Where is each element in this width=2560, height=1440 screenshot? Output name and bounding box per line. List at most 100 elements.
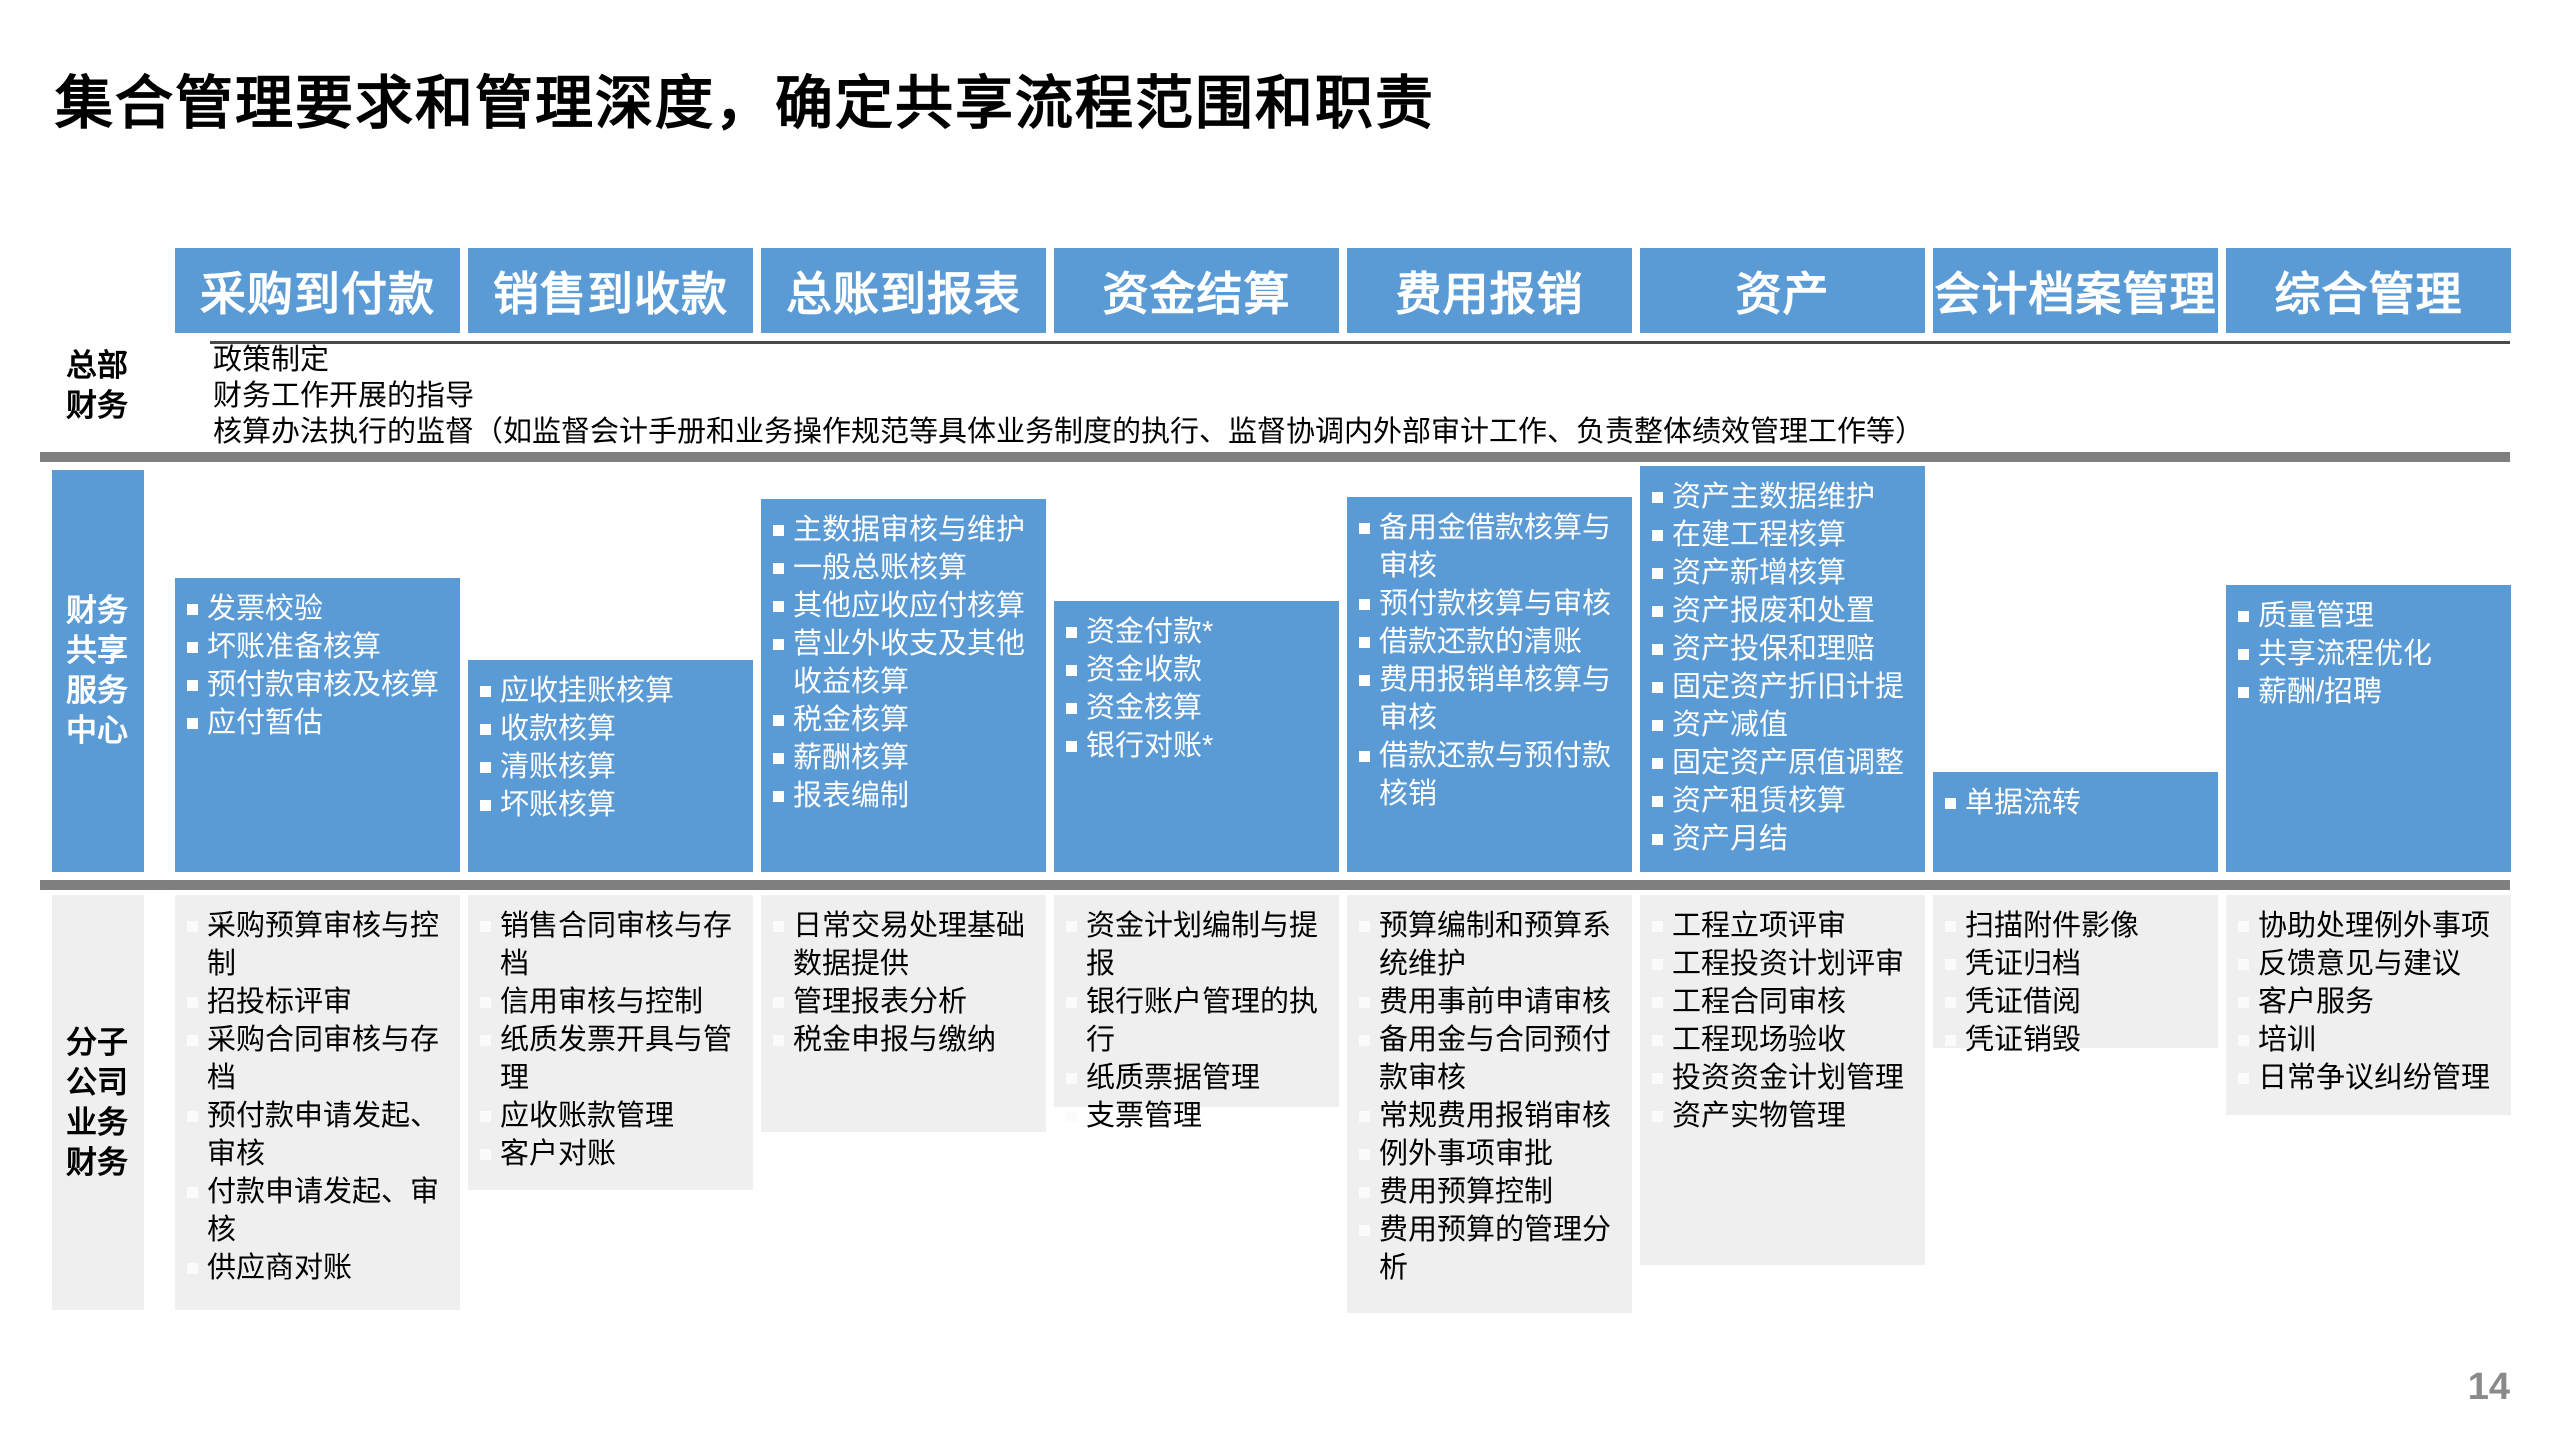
list-item: 在建工程核算 (1650, 516, 1917, 554)
item-label: 培训 (2258, 1024, 2317, 1056)
item-label: 客户对账 (500, 1138, 617, 1170)
item-label: 费用预算的管理分析 (1379, 1214, 1612, 1284)
page-number: 14 (2467, 1366, 2510, 1408)
column-header-3: 总账到报表 (761, 248, 1046, 333)
list-item: 资金计划编制与提报 (1064, 907, 1331, 983)
list-item: 招投标评审 (185, 983, 452, 1021)
item-label: 清账核算 (500, 751, 617, 783)
square-bullet-icon (1359, 1149, 1370, 1160)
row-label-hq-finance-text: 总部财务 (66, 348, 128, 423)
square-bullet-icon (480, 997, 491, 1008)
square-bullet-icon (187, 1263, 198, 1274)
list-item: 供应商对账 (185, 1249, 452, 1287)
square-bullet-icon (1652, 720, 1663, 731)
list-item: 银行账户管理的执行 (1064, 983, 1331, 1059)
item-label: 工程合同审核 (1672, 986, 1847, 1018)
item-label: 资金核算 (1086, 692, 1203, 724)
ssc-box-1: 发票校验坏账准备核算预付款审核及核算应付暂估 (175, 578, 460, 872)
square-bullet-icon (1359, 637, 1370, 648)
list-item: 客户服务 (2236, 983, 2503, 1021)
item-label: 资产租赁核算 (1672, 785, 1847, 817)
square-bullet-icon (1359, 997, 1370, 1008)
item-label: 一般总账核算 (793, 552, 968, 584)
item-label: 供应商对账 (207, 1252, 353, 1284)
item-label: 预付款申请发起、审核 (207, 1100, 440, 1170)
item-label: 资金收款 (1086, 654, 1203, 686)
item-label: 质量管理 (2258, 600, 2375, 632)
item-label: 扫描附件影像 (1965, 910, 2140, 942)
item-label: 应付暂估 (207, 707, 324, 739)
square-bullet-icon (1359, 1187, 1370, 1198)
list-item: 坏账核算 (478, 786, 745, 824)
list-item: 营业外收支及其他收益核算 (771, 625, 1038, 701)
square-bullet-icon (773, 753, 784, 764)
list-item: 付款申请发起、审核 (185, 1173, 452, 1249)
square-bullet-icon (2238, 921, 2249, 932)
item-label: 资金计划编制与提报 (1086, 910, 1319, 980)
item-label: 支票管理 (1086, 1100, 1203, 1132)
list-item: 质量管理 (2236, 597, 2503, 635)
hq-finance-duties: 政策制定财务工作开展的指导核算办法执行的监督（如监督会计手册和业务操作规范等具体… (213, 342, 2513, 450)
square-bullet-icon (1652, 644, 1663, 655)
item-label: 采购合同审核与存档 (207, 1024, 440, 1094)
item-label: 银行账户管理的执行 (1086, 986, 1319, 1056)
list-item: 反馈意见与建议 (2236, 945, 2503, 983)
list-item: 资金收款 (1064, 651, 1331, 689)
list-item: 投资资金计划管理 (1650, 1059, 1917, 1097)
divider-bar-bottom (40, 880, 2510, 890)
square-bullet-icon (480, 1149, 491, 1160)
subsidiary-box-2: 销售合同审核与存档信用审核与控制纸质发票开具与管理应收账款管理客户对账 (468, 895, 753, 1190)
item-label: 日常交易处理基础数据提供 (793, 910, 1026, 980)
ssc-box-8: 质量管理共享流程优化薪酬/招聘 (2226, 585, 2511, 872)
list-item: 应收挂账核算 (478, 672, 745, 710)
square-bullet-icon (480, 1035, 491, 1046)
list-item: 客户对账 (478, 1135, 745, 1173)
list-item: 预付款申请发起、审核 (185, 1097, 452, 1173)
list-item: 资产投保和理赔 (1650, 630, 1917, 668)
item-label: 主数据审核与维护 (793, 514, 1026, 546)
list-item: 资产月结 (1650, 820, 1917, 858)
list-item: 收款核算 (478, 710, 745, 748)
square-bullet-icon (187, 1111, 198, 1122)
square-bullet-icon (2238, 997, 2249, 1008)
square-bullet-icon (480, 724, 491, 735)
hq-top-divider (210, 341, 2510, 344)
list-item: 税金核算 (771, 701, 1038, 739)
subsidiary-box-3: 日常交易处理基础数据提供管理报表分析税金申报与缴纳 (761, 895, 1046, 1132)
item-label: 管理报表分析 (793, 986, 968, 1018)
item-label: 在建工程核算 (1672, 519, 1847, 551)
list-item: 资产新增核算 (1650, 554, 1917, 592)
square-bullet-icon (1066, 997, 1077, 1008)
item-label: 销售合同审核与存档 (500, 910, 733, 980)
item-label: 其他应收应付核算 (793, 590, 1026, 622)
list-item: 协助处理例外事项 (2236, 907, 2503, 945)
square-bullet-icon (1359, 1225, 1370, 1236)
row-label-subsidiary-finance-text: 分子公司业务财务 (66, 1024, 128, 1180)
list-item: 资产主数据维护 (1650, 478, 1917, 516)
square-bullet-icon (1652, 796, 1663, 807)
square-bullet-icon (773, 601, 784, 612)
list-item: 备用金与合同预付款审核 (1357, 1021, 1624, 1097)
item-label: 反馈意见与建议 (2258, 948, 2462, 980)
item-label: 坏账准备核算 (207, 631, 382, 663)
square-bullet-icon (1652, 1111, 1663, 1122)
square-bullet-icon (1359, 751, 1370, 762)
item-label: 信用审核与控制 (500, 986, 704, 1018)
square-bullet-icon (773, 921, 784, 932)
list-item: 管理报表分析 (771, 983, 1038, 1021)
item-label: 报表编制 (793, 780, 910, 812)
list-item: 纸质发票开具与管理 (478, 1021, 745, 1097)
square-bullet-icon (773, 997, 784, 1008)
item-label: 资产报废和处置 (1672, 595, 1876, 627)
square-bullet-icon (1652, 834, 1663, 845)
square-bullet-icon (1066, 921, 1077, 932)
item-label: 税金核算 (793, 704, 910, 736)
list-item: 工程投资计划评审 (1650, 945, 1917, 983)
list-item: 薪酬/招聘 (2236, 673, 2503, 711)
item-label: 营业外收支及其他收益核算 (793, 628, 1026, 698)
list-item: 凭证销毁 (1943, 1021, 2210, 1059)
item-label: 工程立项评审 (1672, 910, 1847, 942)
item-label: 资产新增核算 (1672, 557, 1847, 589)
square-bullet-icon (1652, 1035, 1663, 1046)
row-label-shared-service-center-text: 财务共享服务中心 (66, 593, 128, 748)
